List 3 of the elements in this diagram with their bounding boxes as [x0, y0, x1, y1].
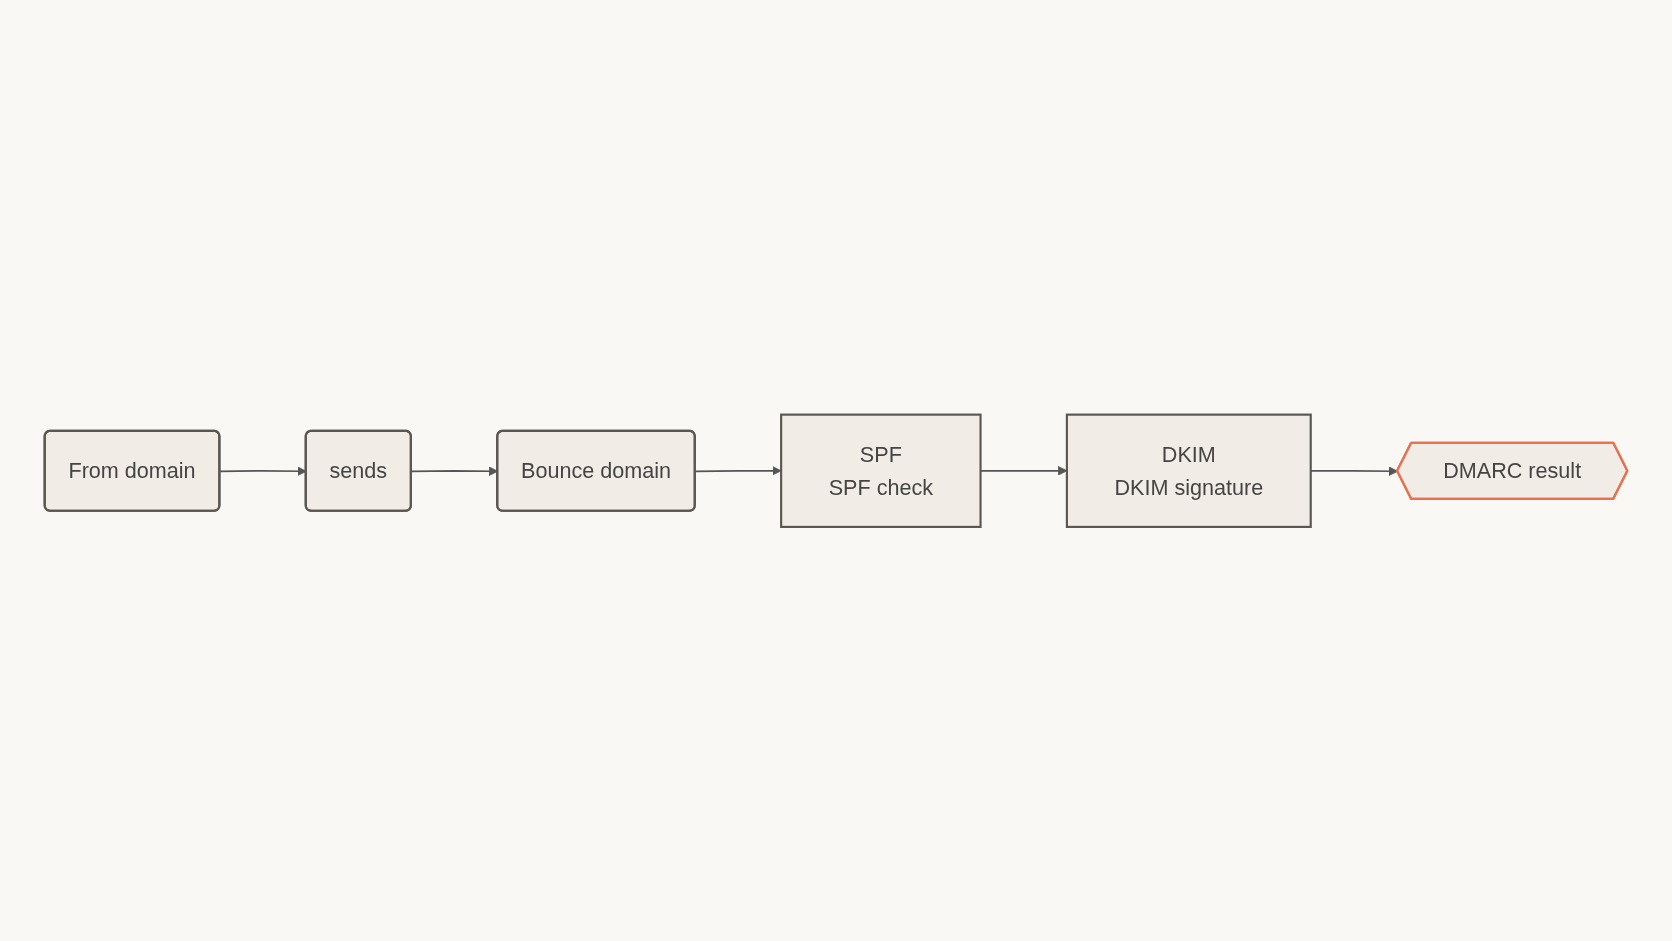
node-box: SPF SPF check — [780, 413, 982, 528]
arrow — [694, 465, 782, 476]
node-box: DKIM DKIM signature — [1065, 413, 1312, 528]
